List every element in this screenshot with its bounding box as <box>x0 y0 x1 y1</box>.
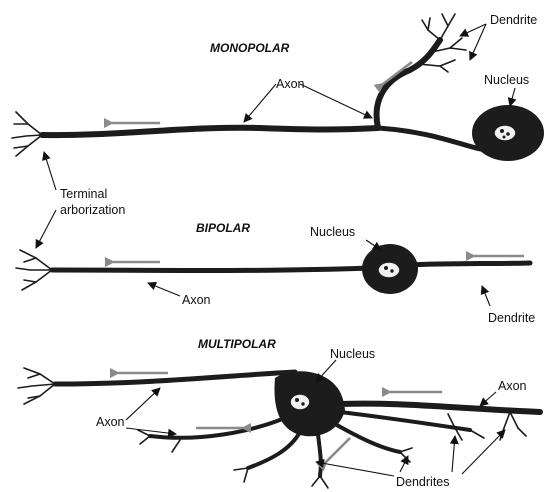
multipolar-dendrite-right <box>340 412 470 430</box>
multipolar-dendrite-down-left <box>248 432 300 468</box>
label-arborization: arborization <box>60 203 125 217</box>
multipolar-axon-right <box>340 404 540 412</box>
label-dendrite-bi: Dendrite <box>488 311 535 325</box>
label-axon-bi: Axon <box>182 293 211 307</box>
title-bipolar: BIPOLAR <box>196 221 250 235</box>
bipolar-axon <box>52 268 370 271</box>
label-terminal: Terminal <box>60 187 107 201</box>
multipolar-soma <box>274 371 345 436</box>
monopolar-dendrite-branches <box>418 14 466 72</box>
label-axon-multi-left: Axon <box>96 415 125 429</box>
multipolar-dendrite-down-right <box>335 424 400 452</box>
label-dendrite-mono: Dendrite <box>490 13 537 27</box>
multipolar-nucleus <box>291 395 309 409</box>
title-monopolar: MONOPOLAR <box>210 41 290 55</box>
multipolar-axon-left <box>55 372 295 384</box>
bipolar-nucleus <box>379 263 399 277</box>
label-axon-mono: Axon <box>276 77 305 91</box>
monopolar-terminal-arborization <box>12 112 42 156</box>
monopolar-nucleus <box>495 126 515 140</box>
multipolar-terminal-arborization <box>18 368 55 404</box>
label-nucleus-multi: Nucleus <box>330 347 375 361</box>
label-nucleus-mono: Nucleus <box>484 73 529 87</box>
label-dendrites: Dendrites <box>396 475 450 489</box>
title-multipolar: MULTIPOLAR <box>198 337 276 351</box>
bipolar-dendrite <box>410 263 530 265</box>
monopolar-stem <box>377 40 440 128</box>
multipolar-dendrite-down <box>318 434 321 476</box>
monopolar-axon <box>42 128 378 135</box>
label-axon-multi-right: Axon <box>498 379 527 393</box>
label-nucleus-bi: Nucleus <box>310 225 355 239</box>
signal-arrow-icon <box>326 438 350 462</box>
bipolar-neuron <box>16 244 530 294</box>
bipolar-terminal-arborization <box>16 250 52 290</box>
